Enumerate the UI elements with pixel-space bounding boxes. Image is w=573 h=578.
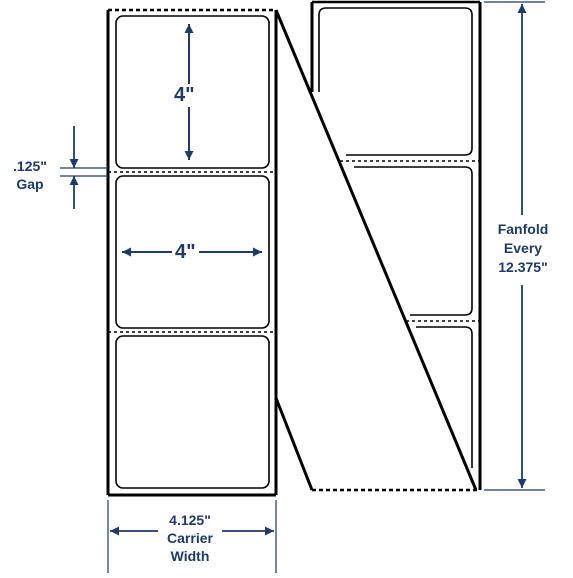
carrier-text-line3: Width — [170, 548, 210, 564]
fanfold-dimension — [484, 1, 545, 491]
folded-label-3 — [416, 326, 473, 468]
label-height-text: 4" — [171, 84, 198, 107]
folded-label-1 — [318, 7, 473, 156]
label-2 — [115, 175, 270, 329]
fanfold-text-line1: Fanfold — [497, 221, 549, 237]
label-3 — [115, 335, 270, 489]
folded-label-2 — [354, 166, 473, 316]
label-width-text: 4" — [172, 241, 199, 264]
fanfold-text-line2: Every — [503, 240, 543, 256]
left-carrier-strip — [106, 8, 278, 497]
fold-line-back — [274, 397, 314, 491]
carrier-text-line2: Carrier — [167, 530, 213, 546]
fold-line-front — [274, 9, 478, 491]
label-1 — [115, 15, 270, 169]
right-folded-strip — [310, 0, 482, 492]
gap-word-text: Gap — [16, 176, 44, 192]
carrier-width-dimension — [107, 500, 277, 573]
fanfold-text-line3: 12.375" — [498, 259, 548, 275]
gap-dimension — [60, 126, 108, 209]
gap-value-text: .125" — [13, 158, 47, 174]
carrier-text-line1: 4.125" — [169, 512, 211, 528]
